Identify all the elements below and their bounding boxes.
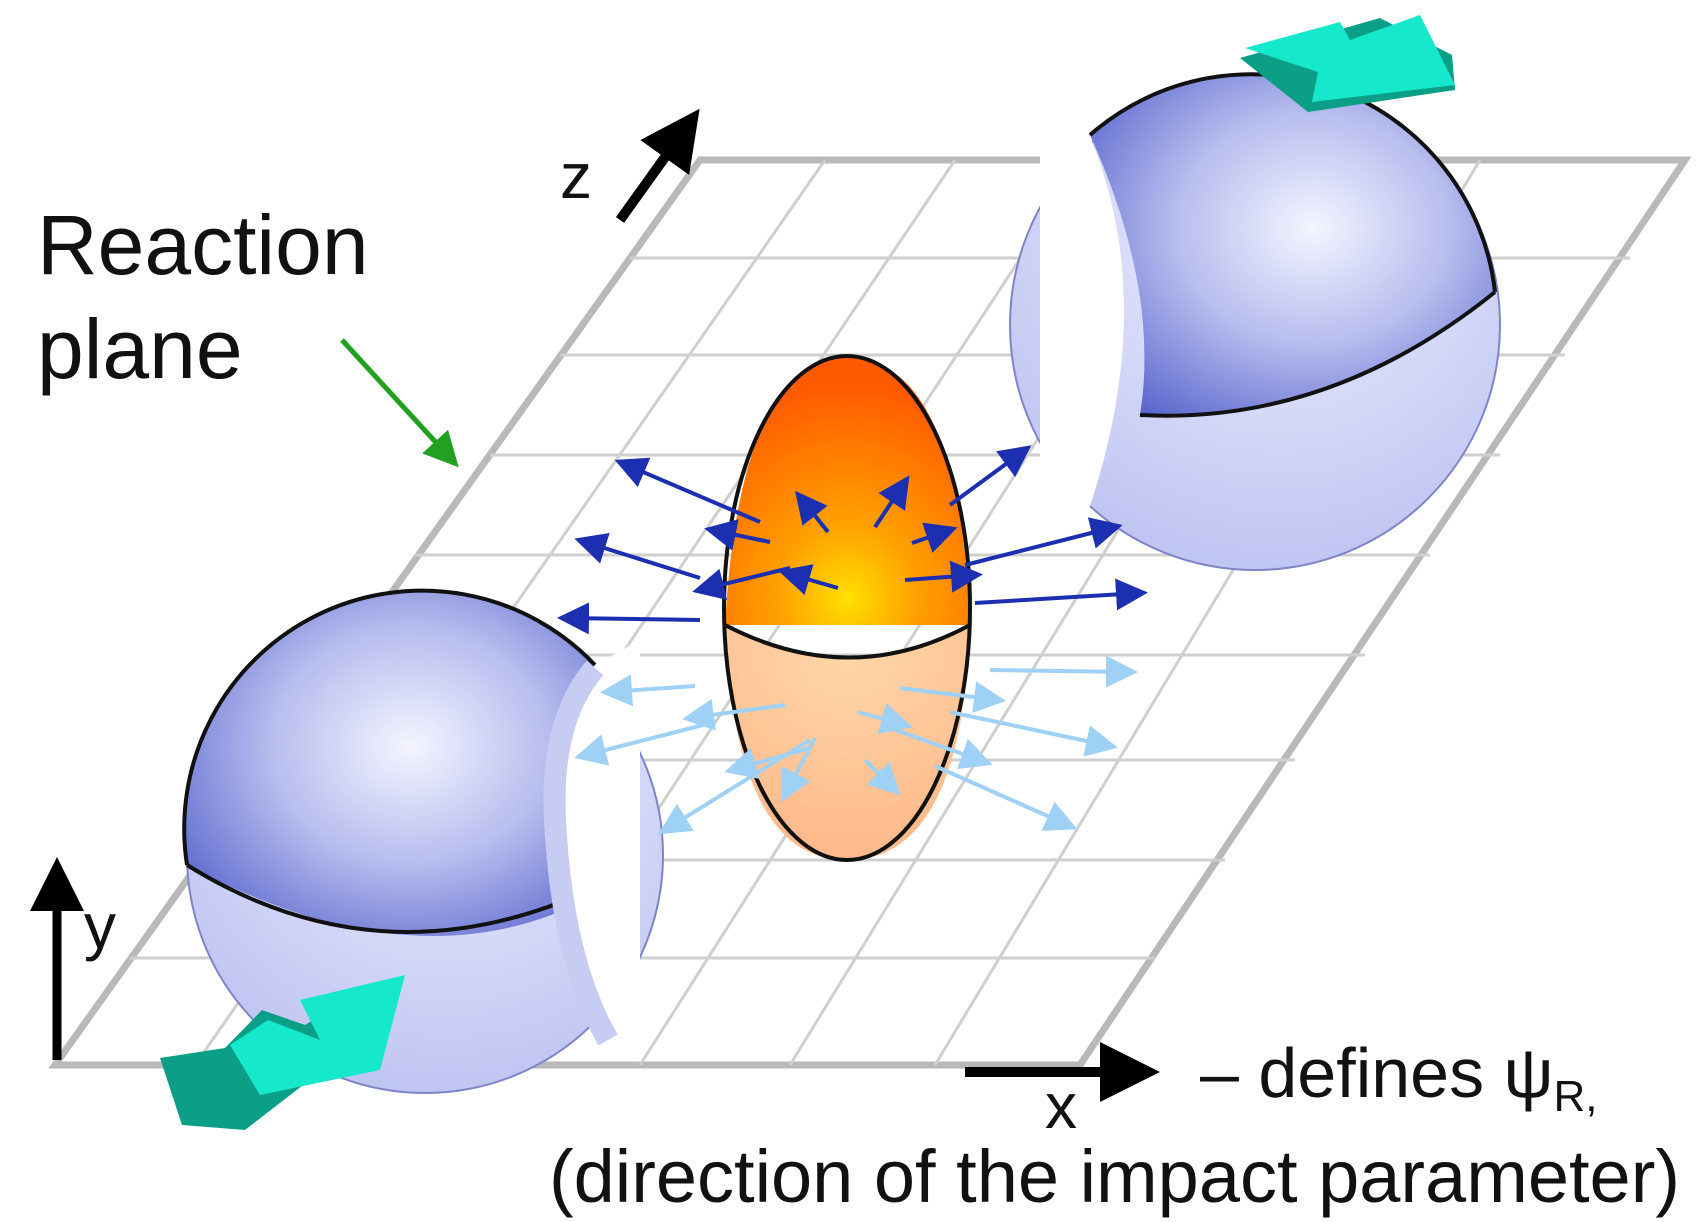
axis-x-label: x: [1045, 1070, 1077, 1142]
impact-parameter-note: (direction of the impact parameter): [549, 1135, 1680, 1218]
teal-3d-arrow-icon: [1240, 15, 1455, 112]
teal-3d-arrow-icon: [160, 975, 405, 1130]
axis-y: y: [29, 857, 116, 1060]
axis-z: z: [560, 108, 700, 223]
reaction-plane-line1: Reaction: [37, 198, 369, 292]
flow-arrows-lower: [574, 655, 1138, 835]
reaction-plane-line2: plane: [37, 302, 243, 396]
defines-subscript: R,: [1553, 1072, 1597, 1121]
defines-prefix: – defines ψ: [1200, 1034, 1553, 1112]
axis-y-label: y: [84, 890, 116, 962]
left-nucleus: [182, 588, 664, 1094]
defines-psi-label: – defines ψR,: [1200, 1034, 1597, 1121]
axis-x: x: [965, 1042, 1160, 1142]
reaction-plane-label: Reaction plane: [37, 198, 459, 468]
fireball: [722, 354, 972, 862]
right-nucleus: [1009, 72, 1501, 571]
flow-arrows-upper: [557, 445, 1148, 635]
green-arrow-icon: [340, 338, 459, 468]
axis-z-label: z: [560, 140, 592, 212]
